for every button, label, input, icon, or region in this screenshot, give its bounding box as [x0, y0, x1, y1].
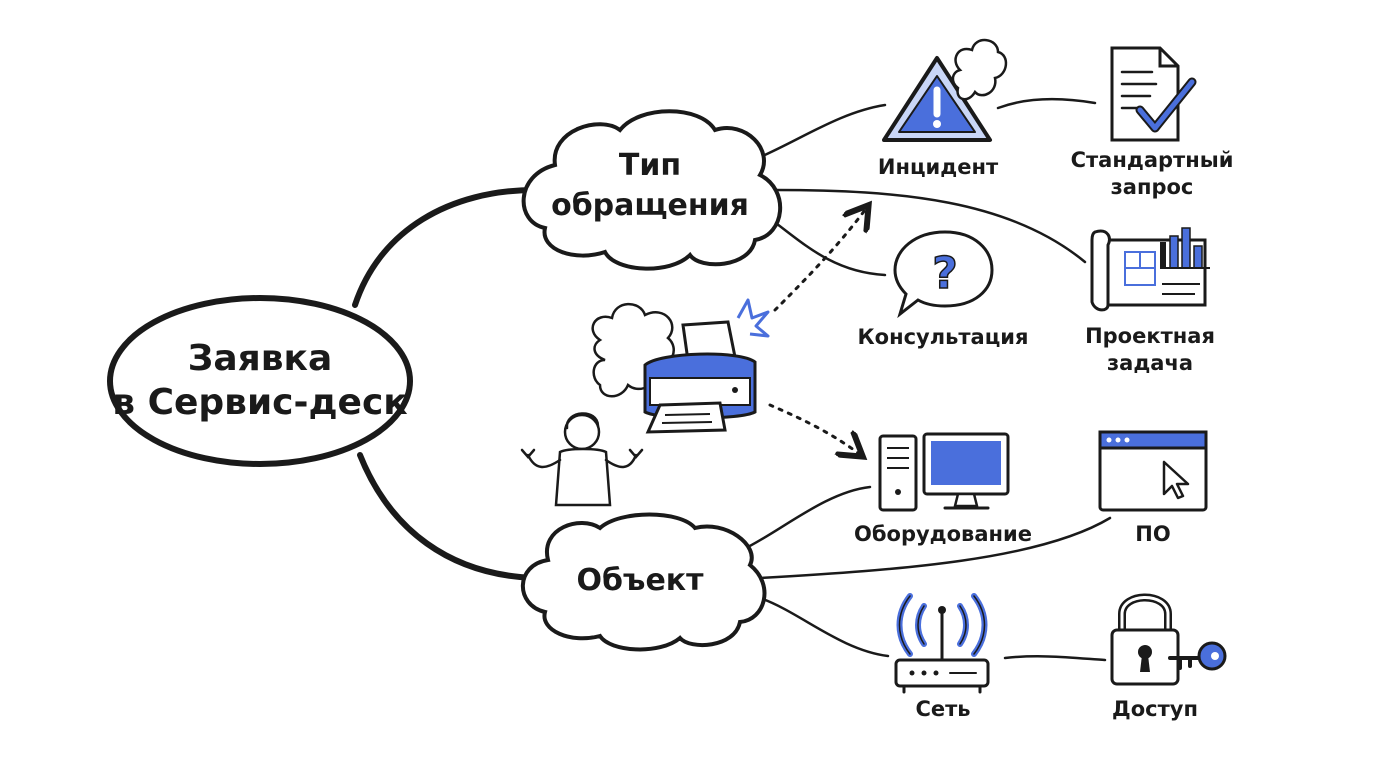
network-label: Сеть [915, 697, 970, 721]
root-label-line2: в Сервис-деск [112, 382, 407, 423]
person-right-hand [628, 448, 644, 459]
printer-paper-out [645, 401, 727, 434]
object-item-access: Доступ [1110, 593, 1227, 721]
checklist-icon [1110, 46, 1197, 142]
printer-body-front [649, 377, 751, 406]
lock-key-icon [1110, 593, 1227, 686]
object-cloud-shape [520, 512, 767, 652]
type-to-project-connector [773, 188, 1087, 264]
standard-request-label-line2: запрос [1111, 175, 1194, 199]
incident-label: Инцидент [878, 155, 999, 179]
project-task-label-line2: задача [1107, 351, 1193, 375]
computer-icon [878, 432, 1010, 512]
software-label: ПО [1135, 522, 1170, 546]
question-icon: ? [893, 230, 994, 319]
printer-to-incident-arrow [773, 210, 865, 312]
hardware-label: Оборудование [854, 522, 1032, 546]
warning-icon [882, 38, 1008, 142]
person-left-hand [520, 448, 536, 459]
type-item-incident: Инцидент [878, 38, 1008, 179]
printer-to-hardware-arrow [768, 403, 858, 453]
router-icon [894, 593, 990, 694]
type-item-project-task: Проектная задача [1085, 227, 1215, 375]
app-window-icon [1098, 430, 1208, 512]
type-item-standard-request: Стандартный запрос [1071, 46, 1234, 199]
connectors [352, 97, 1112, 662]
broken-printer-icon [591, 298, 770, 434]
root-label-line1: Заявка [188, 338, 333, 379]
object-label: Объект [576, 563, 704, 598]
consultation-label: Консультация [857, 325, 1028, 349]
printer-button [732, 387, 738, 393]
blueprint-icon [1090, 227, 1210, 312]
project-task-label-line1: Проектная [1085, 324, 1215, 348]
type-label-line2: обращения [551, 188, 749, 223]
root-ellipse [107, 295, 413, 467]
person-right-arm [604, 453, 638, 469]
confused-person-icon [520, 412, 644, 507]
object-to-hardware-connector [740, 485, 872, 552]
printer-paper-lines [661, 413, 713, 424]
type-to-consult-connector [763, 213, 887, 277]
object-to-software-connector [758, 516, 1112, 580]
network-to-access-connector [1003, 655, 1107, 662]
type-to-incident-connector [756, 103, 887, 160]
root-to-object-connector [357, 452, 538, 581]
access-label: Доступ [1112, 697, 1198, 721]
object-item-software: ПО [1098, 430, 1208, 546]
question-mark: ? [932, 248, 958, 299]
object-item-network: Сеть [894, 593, 990, 721]
type-label-line1: Тип [619, 148, 681, 183]
warning-smoke [951, 38, 1008, 101]
type-cloud-node: Тип обращения [521, 109, 783, 271]
root-node: Заявка в Сервис-деск [107, 295, 413, 467]
person-body [554, 447, 612, 507]
incident-to-standard-connector [996, 97, 1097, 110]
type-item-consultation: ? Консультация [857, 230, 1029, 349]
object-to-network-connector [758, 596, 890, 658]
printer-spark [736, 298, 770, 338]
person-left-arm [526, 453, 562, 469]
person-hair [565, 412, 600, 430]
object-cloud-node: Объект [520, 512, 767, 652]
standard-request-label-line1: Стандартный [1071, 148, 1234, 172]
object-item-hardware: Оборудование [854, 432, 1032, 546]
type-cloud-shape [521, 109, 783, 271]
root-to-type-connector [352, 187, 538, 308]
